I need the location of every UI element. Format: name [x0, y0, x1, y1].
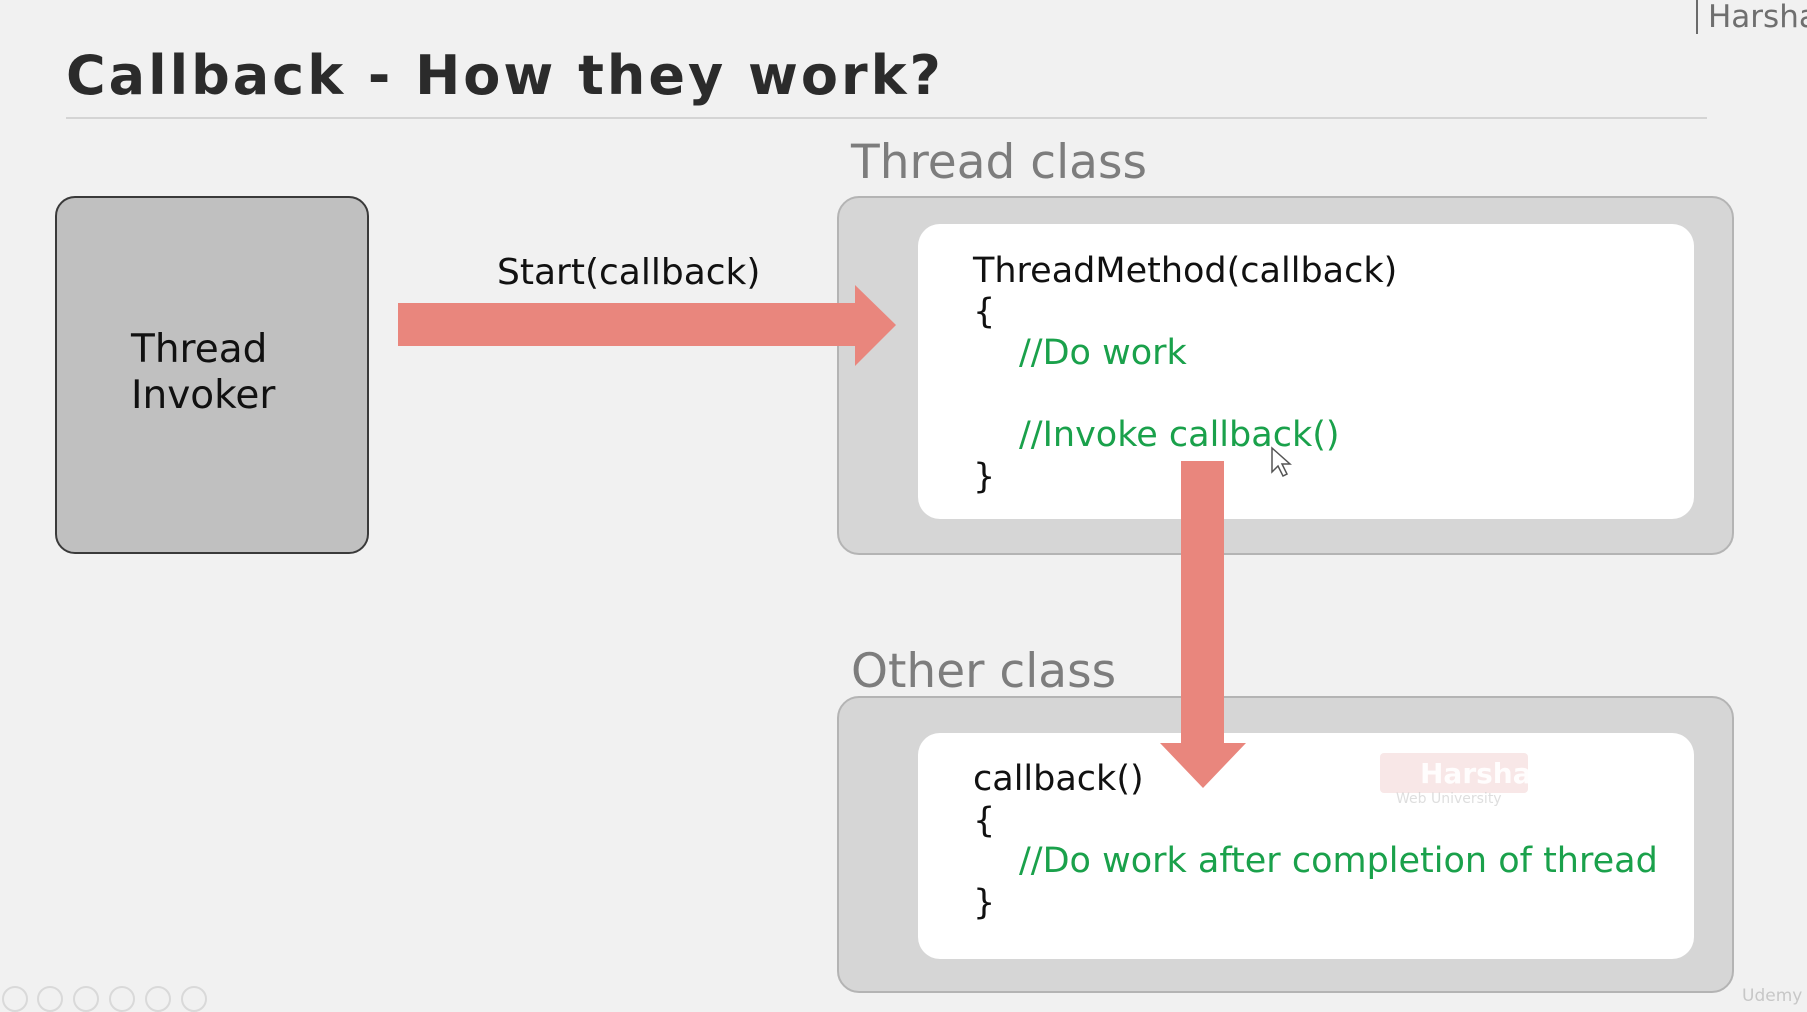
other-class-heading: Other class	[851, 644, 1117, 699]
callback-comment-after-completion: //Do work after completion of thread	[1019, 841, 1658, 881]
watermark-subtitle: Web University	[1396, 791, 1502, 807]
slides-icon[interactable]	[109, 986, 135, 1012]
thread-invoker-line-2: Invoker	[131, 373, 276, 418]
watermark-name: Harsha	[1420, 757, 1532, 790]
thread-method-comment-do-work: //Do work	[1019, 333, 1187, 373]
next-icon[interactable]	[37, 986, 63, 1012]
prev-icon[interactable]	[2, 986, 28, 1012]
presenter-divider	[1696, 0, 1698, 34]
thread-invoker-label: Thread Invoker	[131, 327, 275, 419]
callback-signature: callback()	[973, 759, 1144, 799]
brand-logo: Udemy	[1742, 986, 1803, 1006]
thread-method-comment-invoke-callback: //Invoke callback()	[1019, 415, 1340, 455]
slide-title: Callback - How they work?	[66, 44, 944, 107]
start-callback-arrow	[398, 285, 896, 366]
pen-icon[interactable]	[73, 986, 99, 1012]
more-icon[interactable]	[181, 986, 207, 1012]
callback-close-brace: }	[973, 883, 996, 923]
thread-method-open-brace: {	[973, 292, 996, 332]
callback-open-brace: {	[973, 801, 996, 841]
start-callback-label: Start(callback)	[497, 252, 761, 293]
callback-method-card	[918, 733, 1694, 959]
thread-class-heading: Thread class	[851, 135, 1147, 190]
thread-method-close-brace: }	[973, 457, 996, 497]
title-divider	[66, 117, 1707, 119]
thread-method-signature: ThreadMethod(callback)	[973, 251, 1398, 291]
thread-invoker-box	[55, 196, 369, 554]
thread-invoker-line-1: Thread	[131, 327, 268, 372]
watermark-logo	[1380, 753, 1528, 793]
presenter-name: Harsha	[1708, 0, 1807, 35]
zoom-icon[interactable]	[145, 986, 171, 1012]
thread-method-card	[918, 224, 1694, 519]
